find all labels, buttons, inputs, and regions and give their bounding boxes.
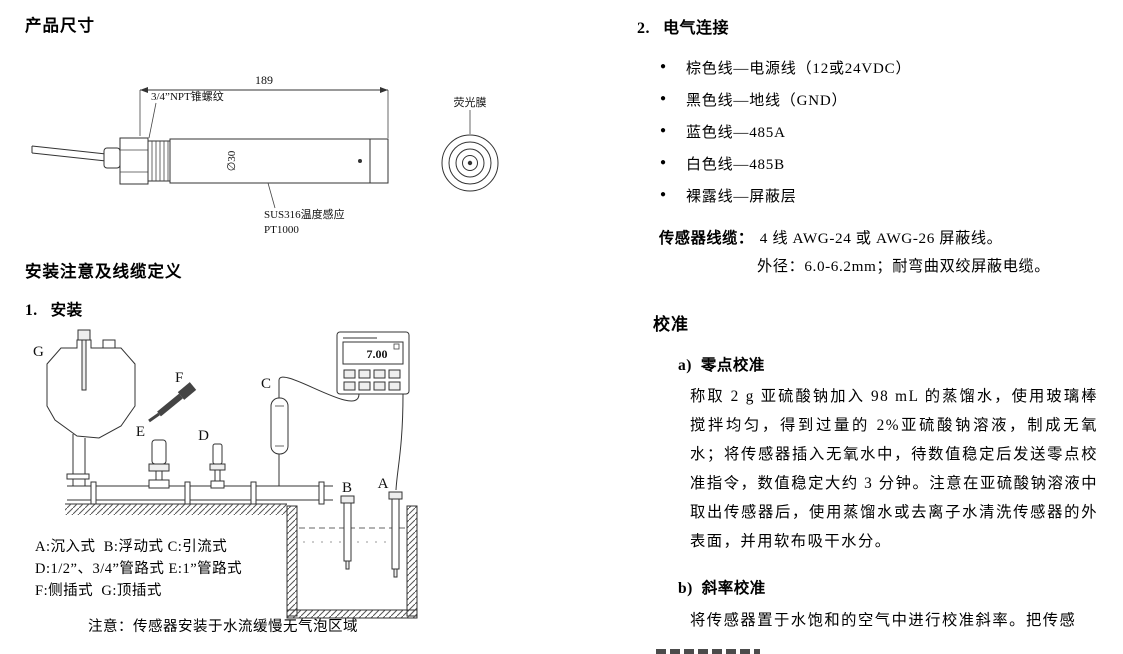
elec-heading-label: 电气连接 bbox=[663, 20, 730, 37]
label-E: E bbox=[136, 424, 145, 440]
wire-item: 白色线—485B bbox=[660, 147, 911, 179]
thread-callout: 3/4”NPT锥螺纹 bbox=[148, 89, 224, 139]
meter-display bbox=[342, 341, 404, 365]
temp-sensor-label-1: SUS316温度感应 bbox=[264, 207, 345, 221]
label-B: B bbox=[342, 480, 352, 496]
install-heading: 1. 安装 bbox=[25, 298, 83, 320]
sensor-body: ∅30 bbox=[169, 138, 389, 184]
sensor-top-insert bbox=[77, 329, 91, 391]
install-legend: A:沉入式 B:浮动式 C:引流式 D:1/2”、3/4”管路式 E:1”管路式… bbox=[35, 536, 242, 602]
label-A: A bbox=[378, 476, 389, 492]
meter-reading: 7.00 bbox=[367, 347, 388, 361]
calibration-b-num: b) bbox=[678, 580, 693, 597]
left-tank bbox=[46, 339, 136, 486]
calibration-a-title: 零点校准 bbox=[700, 357, 765, 374]
sensor-dimension-drawing: 189 3/4”NPT锥螺纹 ∅30 SUS316温度感应 PT1000 bbox=[31, 73, 499, 236]
wire-label: 裸露线—屏蔽层 bbox=[686, 188, 797, 205]
meter-cable-to-sensor-a bbox=[395, 393, 404, 491]
install-heading-num: 1. bbox=[25, 302, 38, 319]
cable-gland bbox=[103, 147, 121, 169]
ground-hatch bbox=[65, 503, 287, 515]
clipped-text-remnant bbox=[656, 649, 760, 654]
calibration-b-text: 将传感器置于水饱和的空气中进行校准斜率。把传感 bbox=[690, 612, 1077, 629]
wire-item: 黑色线—地线（GND） bbox=[660, 83, 911, 115]
calibration-b-heading: b) 斜率校准 bbox=[678, 576, 766, 598]
sensor-side-insert bbox=[148, 382, 197, 423]
elec-heading: 2. 电气连接 bbox=[637, 14, 729, 38]
wire-item: 蓝色线—485A bbox=[660, 115, 911, 147]
meter-cable-to-flowcell bbox=[278, 376, 360, 402]
bullet-icon bbox=[660, 155, 686, 172]
bullet-icon bbox=[660, 187, 686, 204]
elec-heading-num: 2. bbox=[637, 20, 650, 37]
npt-thread bbox=[147, 140, 171, 182]
bullet-icon bbox=[660, 123, 686, 140]
flow-cell bbox=[270, 380, 289, 486]
sensor-pipe-mount-d bbox=[209, 443, 226, 489]
legend-line-3: F:侧插式 G:顶插式 bbox=[35, 583, 162, 599]
calibration-a-heading: a) 零点校准 bbox=[678, 353, 765, 375]
bullet-icon bbox=[660, 59, 686, 76]
installation-diagram: G F E D C 7.00 bbox=[33, 329, 418, 619]
sensor-submerged bbox=[388, 491, 403, 578]
label-C: C bbox=[261, 376, 271, 392]
length-dimension-label: 189 bbox=[255, 73, 273, 87]
cable-spec-line-2: 外径：6.0-6.2mm；耐弯曲双绞屏蔽电缆。 bbox=[757, 258, 1051, 275]
calibration-a-text: 称取 2 g 亚硫酸钠加入 98 mL 的蒸馏水，使用玻璃棒搅拌均匀，得到过量的… bbox=[690, 388, 1098, 550]
wire-item: 棕色线—电源线（12或24VDC） bbox=[660, 51, 911, 83]
section-title-install: 安装注意及线缆定义 bbox=[25, 262, 183, 281]
wire-list: 棕色线—电源线（12或24VDC） 黑色线—地线（GND） 蓝色线—485A 白… bbox=[660, 51, 911, 211]
sensor-cable bbox=[31, 145, 107, 162]
install-heading-label: 安装 bbox=[50, 302, 83, 319]
hex-nut bbox=[119, 137, 149, 185]
install-note: 注意：传感器安装于水流缓慢无气泡区域 bbox=[88, 619, 358, 635]
membrane-label: 荧光膜 bbox=[454, 95, 487, 109]
legend-line-2: D:1/2”、3/4”管路式 E:1”管路式 bbox=[35, 561, 243, 577]
pipe bbox=[67, 481, 333, 505]
label-G: G bbox=[33, 344, 44, 360]
water-tank bbox=[286, 505, 418, 619]
membrane-front-view: 荧光膜 bbox=[441, 95, 499, 192]
cable-spec-value: 4 线 AWG-24 或 AWG-26 屏蔽线。 bbox=[759, 230, 1003, 247]
calibration-heading: 校准 bbox=[653, 315, 689, 334]
sensor-floating bbox=[340, 495, 355, 570]
calibration-a-num: a) bbox=[678, 357, 692, 374]
temp-sensor-label-2: PT1000 bbox=[264, 224, 299, 236]
section-title-dimensions: 产品尺寸 bbox=[25, 16, 95, 35]
length-dimension: 189 bbox=[139, 73, 389, 138]
wire-label: 白色线—485B bbox=[686, 156, 785, 173]
calibration-b-title: 斜率校准 bbox=[701, 580, 766, 597]
temp-sensor-callout: SUS316温度感应 PT1000 bbox=[264, 182, 345, 236]
wire-label: 棕色线—电源线（12或24VDC） bbox=[686, 60, 912, 77]
cable-spec-label: 传感器线缆： bbox=[659, 230, 754, 247]
label-D: D bbox=[198, 428, 209, 444]
meter: 7.00 bbox=[336, 331, 410, 395]
label-F: F bbox=[175, 370, 183, 386]
wire-label: 蓝色线—485A bbox=[686, 124, 786, 141]
diameter-label: ∅30 bbox=[226, 150, 238, 171]
bullet-icon bbox=[660, 91, 686, 108]
cable-spec-line-1: 传感器线缆： 4 线 AWG-24 或 AWG-26 屏蔽线。 bbox=[659, 226, 1002, 248]
wire-label: 黑色线—地线（GND） bbox=[686, 92, 848, 109]
legend-line-1: A:沉入式 B:浮动式 C:引流式 bbox=[35, 539, 228, 555]
thread-label: 3/4”NPT锥螺纹 bbox=[151, 89, 224, 103]
sensor-pipe-mount-e bbox=[148, 439, 170, 489]
wire-item: 裸露线—屏蔽层 bbox=[660, 179, 911, 211]
